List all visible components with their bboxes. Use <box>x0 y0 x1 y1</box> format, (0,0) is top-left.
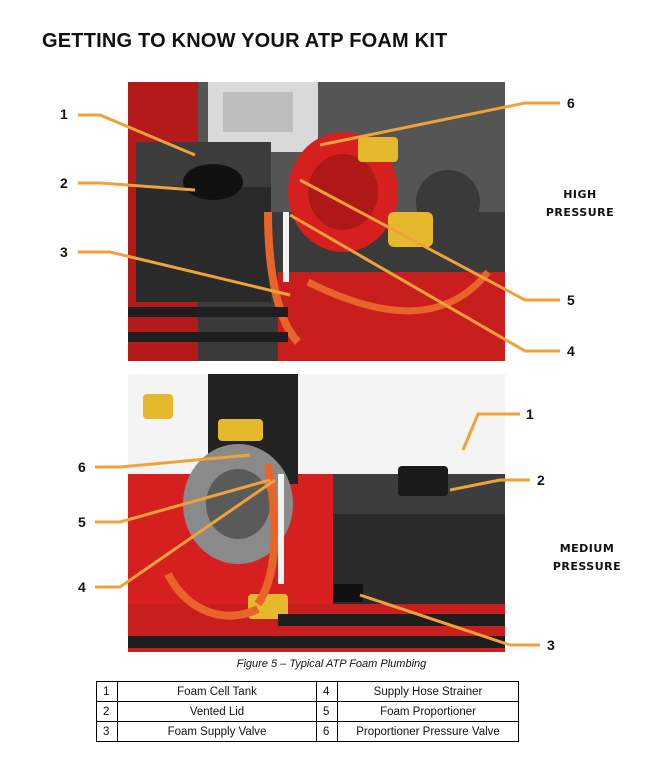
medium-pressure-label-line1: MEDIUM <box>559 542 615 555</box>
callout-number-top-4: 4 <box>567 343 575 359</box>
legend-number: 1 <box>96 681 118 702</box>
legend-description: Foam Supply Valve <box>117 721 317 742</box>
callout-number-top-6: 6 <box>567 95 575 111</box>
legend-number: 2 <box>96 701 118 722</box>
legend-number: 6 <box>316 721 338 742</box>
legend-description: Vented Lid <box>117 701 317 722</box>
table-row: 1 Foam Cell Tank 4 Supply Hose Strainer <box>96 681 519 702</box>
medium-pressure-label-line2: PRESSURE <box>552 560 622 573</box>
high-pressure-label-line1: HIGH <box>563 188 597 201</box>
callout-number-bottom-5: 5 <box>78 514 86 530</box>
legend-description: Proportioner Pressure Valve <box>337 721 519 742</box>
callout-number-top-5: 5 <box>567 292 575 308</box>
high-pressure-kit-photo <box>128 82 505 361</box>
parts-legend-table: 1 Foam Cell Tank 4 Supply Hose Strainer … <box>96 681 519 742</box>
callout-number-bottom-1: 1 <box>526 406 534 422</box>
callout-number-bottom-3: 3 <box>547 637 555 653</box>
callout-number-top-3: 3 <box>60 244 68 260</box>
legend-description: Foam Proportioner <box>337 701 519 722</box>
legend-description: Foam Cell Tank <box>117 681 317 702</box>
legend-number: 3 <box>96 721 118 742</box>
callout-number-bottom-4: 4 <box>78 579 86 595</box>
page-title: GETTING TO KNOW YOUR ATP FOAM KIT <box>42 30 448 52</box>
medium-pressure-label: MEDIUM PRESSURE <box>532 540 642 576</box>
callout-number-top-2: 2 <box>60 175 68 191</box>
legend-description: Supply Hose Strainer <box>337 681 519 702</box>
high-pressure-label-line2: PRESSURE <box>545 206 615 219</box>
high-pressure-label: HIGH PRESSURE <box>525 186 635 222</box>
callout-number-bottom-6: 6 <box>78 459 86 475</box>
medium-pressure-kit-photo <box>128 374 505 652</box>
legend-number: 5 <box>316 701 338 722</box>
callout-number-top-1: 1 <box>60 106 68 122</box>
table-row: 3 Foam Supply Valve 6 Proportioner Press… <box>96 721 519 742</box>
callout-number-bottom-2: 2 <box>537 472 545 488</box>
table-row: 2 Vented Lid 5 Foam Proportioner <box>96 701 519 722</box>
figure-caption: Figure 5 – Typical ATP Foam Plumbing <box>236 658 427 670</box>
legend-number: 4 <box>316 681 338 702</box>
